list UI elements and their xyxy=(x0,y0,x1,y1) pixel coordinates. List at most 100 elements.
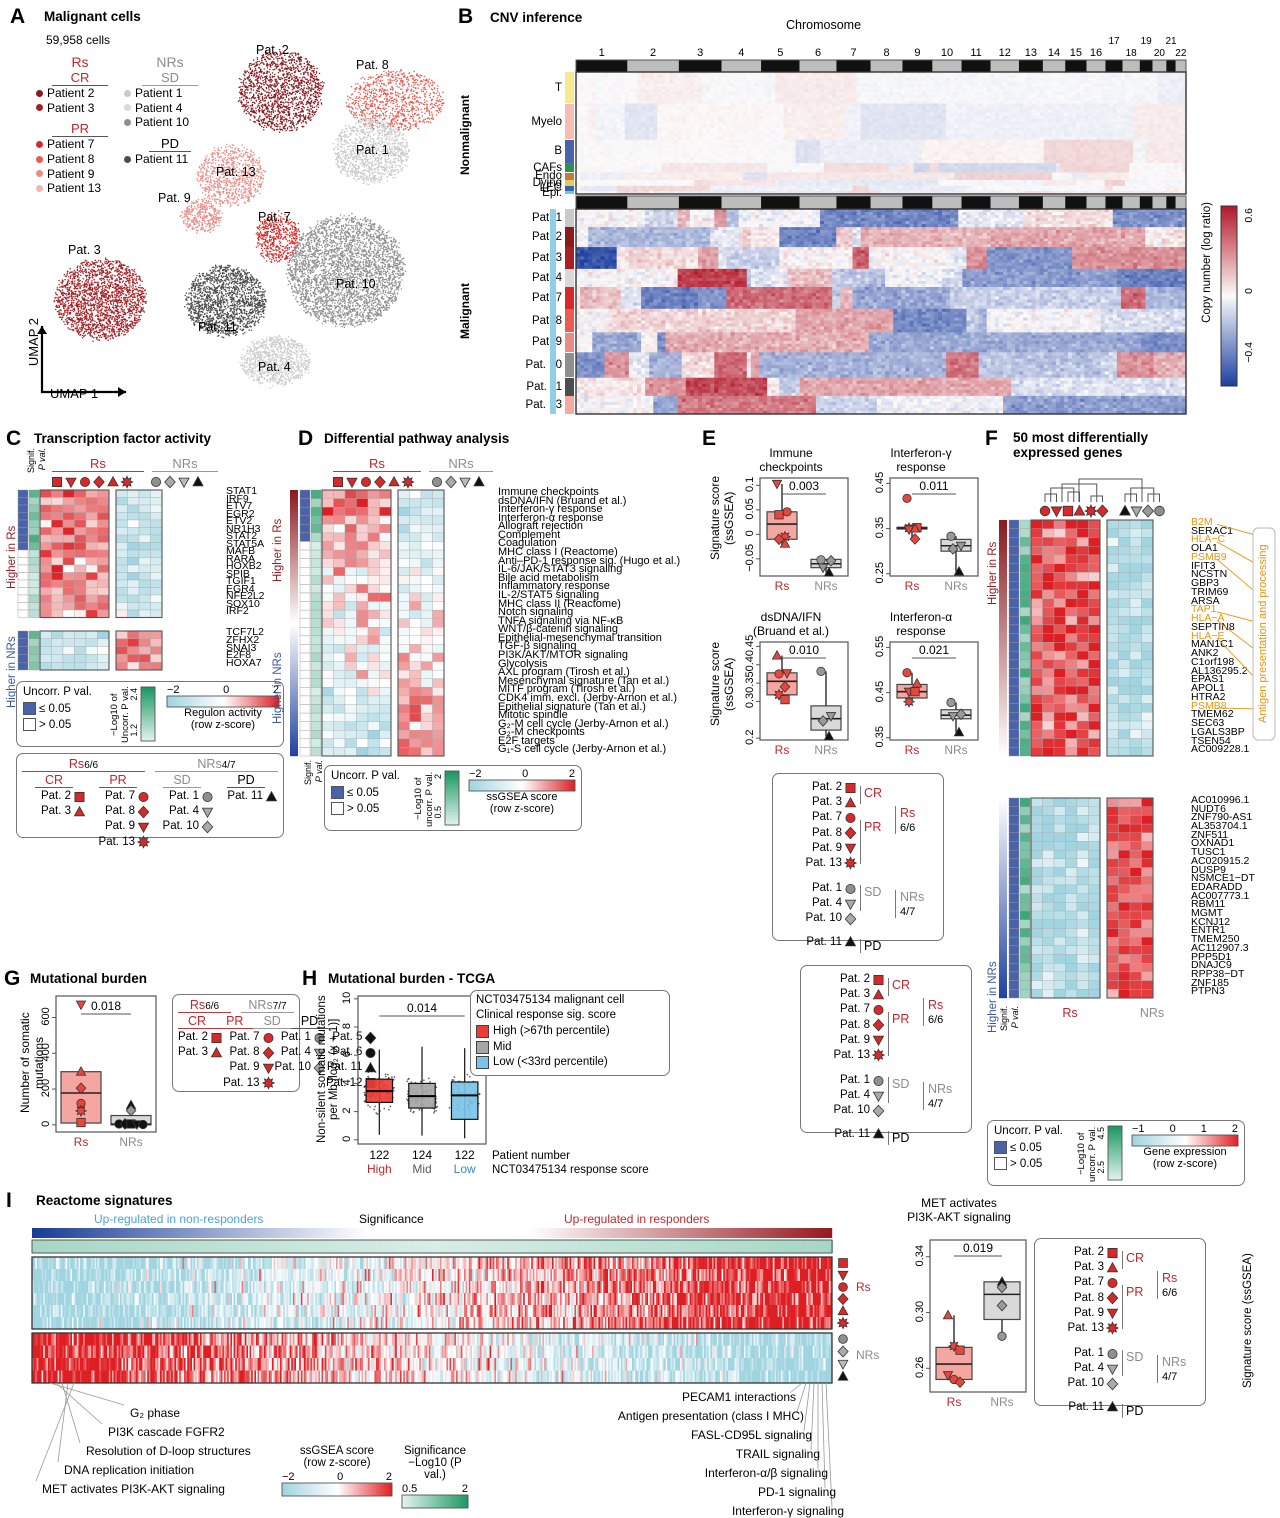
patient-legend-item: Pat. 13 xyxy=(781,856,857,871)
g-ylabel: Number of somatic mutations xyxy=(18,996,46,1130)
legend-sd-header: SD xyxy=(888,1077,909,1103)
patient-legend-item: Pat. 10 xyxy=(809,1103,885,1118)
row-label-text: Pat. 9 xyxy=(532,336,562,348)
i-legend-scale-sub: (row z-score) xyxy=(282,1457,392,1469)
i-box-ylabel: Signature score (ssGSEA) xyxy=(1242,1246,1254,1396)
i-callout-right: PD-1 signaling xyxy=(758,1485,836,1499)
patient-shape-icon xyxy=(872,1004,885,1016)
patient-shape-icon xyxy=(1106,1401,1119,1413)
row-label-text: Pat. 1 xyxy=(532,212,562,224)
patient-shape-icon xyxy=(137,791,150,803)
f-legend-log-min: 2.5 xyxy=(1096,1161,1106,1174)
patient-legend-label: Pat. 4 xyxy=(1074,1361,1104,1376)
c-legend-log-max: 2.4 xyxy=(129,688,139,701)
i-rs-label: Rs xyxy=(856,1280,871,1294)
patient-legend-label: Pat. 7 xyxy=(105,789,135,804)
patient-shape-icon xyxy=(844,842,857,854)
row-group-label: T xyxy=(555,72,574,104)
cnv-heatmap-malignant xyxy=(576,209,1186,414)
nrs-response-tags: SD PD xyxy=(1119,1346,1153,1415)
d-nrs-header: NRs xyxy=(429,456,493,472)
patient-legend-column: Pat. 11 xyxy=(214,789,278,850)
patient-shape-icon xyxy=(262,1062,275,1074)
patient-legend-item: Pat. 9 xyxy=(86,819,150,834)
d-signif-label: Signif. xyxy=(303,760,313,785)
f-legend-log-label: −Log10 of uncorr. P val. xyxy=(1076,1125,1098,1183)
panel-c-title: Transcription factor activity xyxy=(34,431,211,446)
patient-legend-label: Pat. 4 xyxy=(169,804,199,819)
f-signif-label: Signif. xyxy=(999,1006,1009,1031)
patient-legend-item: Pat. 13 xyxy=(809,1048,885,1063)
c-legend-green-colorbar xyxy=(141,687,155,741)
row-label-text: Pat. 8 xyxy=(532,315,562,327)
i-callout-right: TRAIL signaling xyxy=(736,1447,820,1461)
patient-shape-icon xyxy=(137,821,150,833)
patient-legend-label: Pat. 11 xyxy=(227,789,263,804)
patient-legend-label: Pat. 8 xyxy=(1074,1291,1104,1306)
patient-legend-item: Pat. 8 xyxy=(781,826,857,841)
legend-pr-header: PR xyxy=(1122,1285,1143,1329)
patient-shape-icon xyxy=(844,782,857,794)
row-label-text: Pat. 11 xyxy=(526,381,562,393)
cnv-colorbar xyxy=(1221,206,1243,386)
patient-legend-label: Pat. 13 xyxy=(806,856,842,871)
patient-legend-label: Pat. 1 xyxy=(1074,1346,1104,1361)
patient-legend-label: Pat. 8 xyxy=(840,1018,870,1033)
patient-legend-label: Pat. 13 xyxy=(223,1076,259,1091)
c-rs-header: Rs xyxy=(52,456,144,472)
patient-shape-icon xyxy=(844,898,857,910)
nonmalignant-group-label: Nonmalignant xyxy=(458,78,472,193)
c-heatmap-rs xyxy=(18,490,248,620)
c-legend-rwb-colorbar xyxy=(167,696,279,707)
i-nrs-shapes xyxy=(834,1333,854,1383)
patient-legend-label: Pat. 7 xyxy=(229,1030,259,1045)
row-color-swatch xyxy=(565,72,574,103)
patient-shape-icon xyxy=(844,936,857,948)
h-legend-item: High (>67th percentile) xyxy=(476,1024,610,1040)
patient-legend-item: Pat. 1 xyxy=(150,789,214,804)
row-color-swatch xyxy=(565,173,574,180)
i-callout-left: DNA replication initiation xyxy=(64,1463,194,1477)
row-label-text: Epi. xyxy=(542,187,562,199)
patient-shape-icon xyxy=(872,1090,885,1102)
i-callout-left: G₂ phase xyxy=(130,1406,180,1420)
patient-shape-icon xyxy=(844,913,857,925)
patient-legend-header: Rs6/6 NRs4/7 xyxy=(22,757,278,772)
patient-legend-item: Pat. 8 xyxy=(1043,1291,1119,1306)
rs-response-tags: CR PR xyxy=(1119,1245,1153,1336)
patient-legend-item: Pat. 3 xyxy=(809,987,885,1002)
panel-g-title: Mutational burden xyxy=(30,971,147,986)
legend-pr-header: PR xyxy=(216,1014,253,1029)
d-legend-rwb-colorbar xyxy=(469,780,575,791)
c-legend-log-label: −Log10 of Uncorr. P val. xyxy=(109,686,131,744)
c-legend-uncorr-title: Uncorr. P val. xyxy=(23,686,92,698)
patient-legend-item: Pat. 13 xyxy=(86,835,150,850)
patient-shape-icon xyxy=(844,857,857,869)
patient-legend-item: Pat. 9 xyxy=(809,1033,885,1048)
i-callout-left: MET activates PI3K-AKT signaling xyxy=(42,1482,225,1496)
patient-legend-label: Pat. 1 xyxy=(812,881,842,896)
nrs-response-tags: SD PD xyxy=(857,881,891,950)
f-higher-nrs-label: Higher in NRs xyxy=(987,948,999,1046)
panel-g-letter: G xyxy=(4,968,20,989)
d-pval-label: P val. xyxy=(314,760,324,782)
f-legend-uncorr-title: Uncorr. P val. xyxy=(994,1125,1063,1137)
c-heatmap-nrs xyxy=(18,631,248,671)
patient-legend-item: Pat. 10 xyxy=(1043,1376,1119,1391)
patient-shape-icon xyxy=(73,806,86,818)
f-legend-sig-row2: > 0.05 xyxy=(994,1157,1042,1170)
e-ylabel: Signature score (ssGSEA) xyxy=(708,458,736,578)
patient-shape-icon xyxy=(201,806,214,818)
